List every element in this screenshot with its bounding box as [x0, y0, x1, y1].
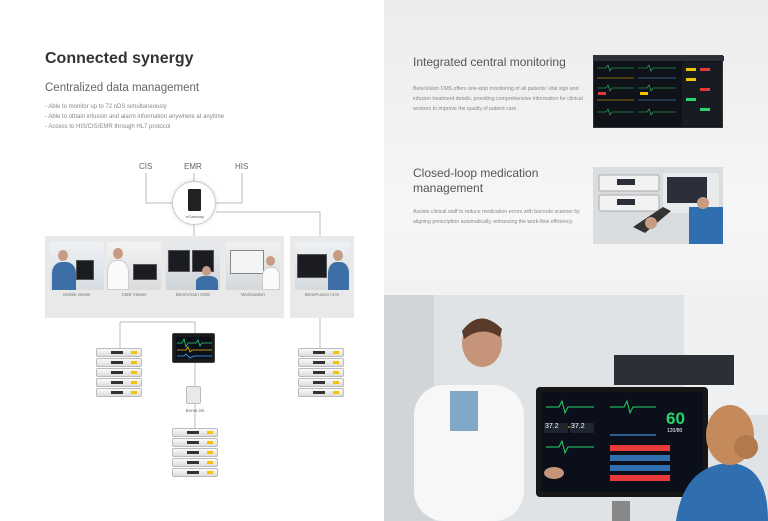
gateway-label: eGateway — [185, 214, 204, 219]
workstation-photo — [226, 242, 280, 290]
central-station-screen-icon — [594, 56, 724, 126]
barcode-scanning-photo — [593, 167, 723, 244]
system-label-cis: CIS — [139, 162, 153, 171]
station-caption: Workstation — [241, 292, 265, 297]
egateway-node: eGateway — [172, 181, 216, 225]
benevision-cms-photo — [166, 242, 220, 290]
mobile-viewer-photo — [50, 242, 104, 290]
benelink-caption: BeneLink — [185, 408, 205, 413]
clinical-photo: 60 120/80 37.2 37.2 — [384, 295, 768, 521]
temp-readout-2: 37.2 — [571, 423, 585, 430]
station-caption: CMS Viewer — [121, 292, 147, 297]
pump-scanner-photo-icon — [593, 167, 723, 244]
station-caption: Mobile viewer — [63, 292, 91, 297]
cms-viewer-photo — [107, 242, 161, 290]
system-label-his: HIS — [235, 162, 249, 171]
doctor-nurse-monitor-photo-icon — [384, 295, 768, 521]
section-title-monitoring: Integrated central monitoring — [413, 55, 566, 69]
section-text-medication: Assists clinical staff to reduce medicat… — [413, 209, 580, 225]
feature-item: - Access to HIS/CIS/EMR through HL7 prot… — [45, 124, 171, 130]
gateway-device-icon — [188, 189, 201, 211]
waveform-icon — [177, 337, 212, 359]
infusion-pump-stack — [96, 348, 142, 398]
page-heading: Connected synergy — [45, 50, 194, 67]
central-monitoring-screenshot — [593, 55, 724, 128]
feature-item: - Able to monitor up to 72 nDS simultane… — [45, 104, 167, 110]
temp-readout-1: 37.2 — [545, 423, 559, 430]
station-caption: BeneVision CMS — [176, 292, 210, 297]
hr-readout: 60 — [666, 409, 685, 428]
station-caption: BeneFusion nCS — [304, 292, 340, 297]
infusion-pump-stack — [172, 428, 218, 478]
feature-item: - Able to obtain infusion and alarm info… — [45, 114, 225, 120]
benelink-device-icon — [186, 386, 201, 404]
section-text-monitoring: BeneVision CMS offers one-stop monitorin… — [413, 86, 583, 112]
bp-readout: 120/80 — [667, 428, 683, 434]
bedside-monitor-icon — [172, 333, 215, 363]
section-subheading: Centralized data management — [45, 82, 200, 94]
system-label-emr: EMR — [184, 162, 202, 171]
section-title-medication: Closed-loop medication management — [413, 166, 539, 195]
infusion-pump-stack — [298, 348, 344, 398]
left-page: Connected synergy Centralized data manag… — [45, 50, 354, 478]
benefusion-ncs-photo — [295, 242, 349, 290]
feature-list: - Able to monitor up to 72 nDS simultane… — [45, 102, 224, 132]
